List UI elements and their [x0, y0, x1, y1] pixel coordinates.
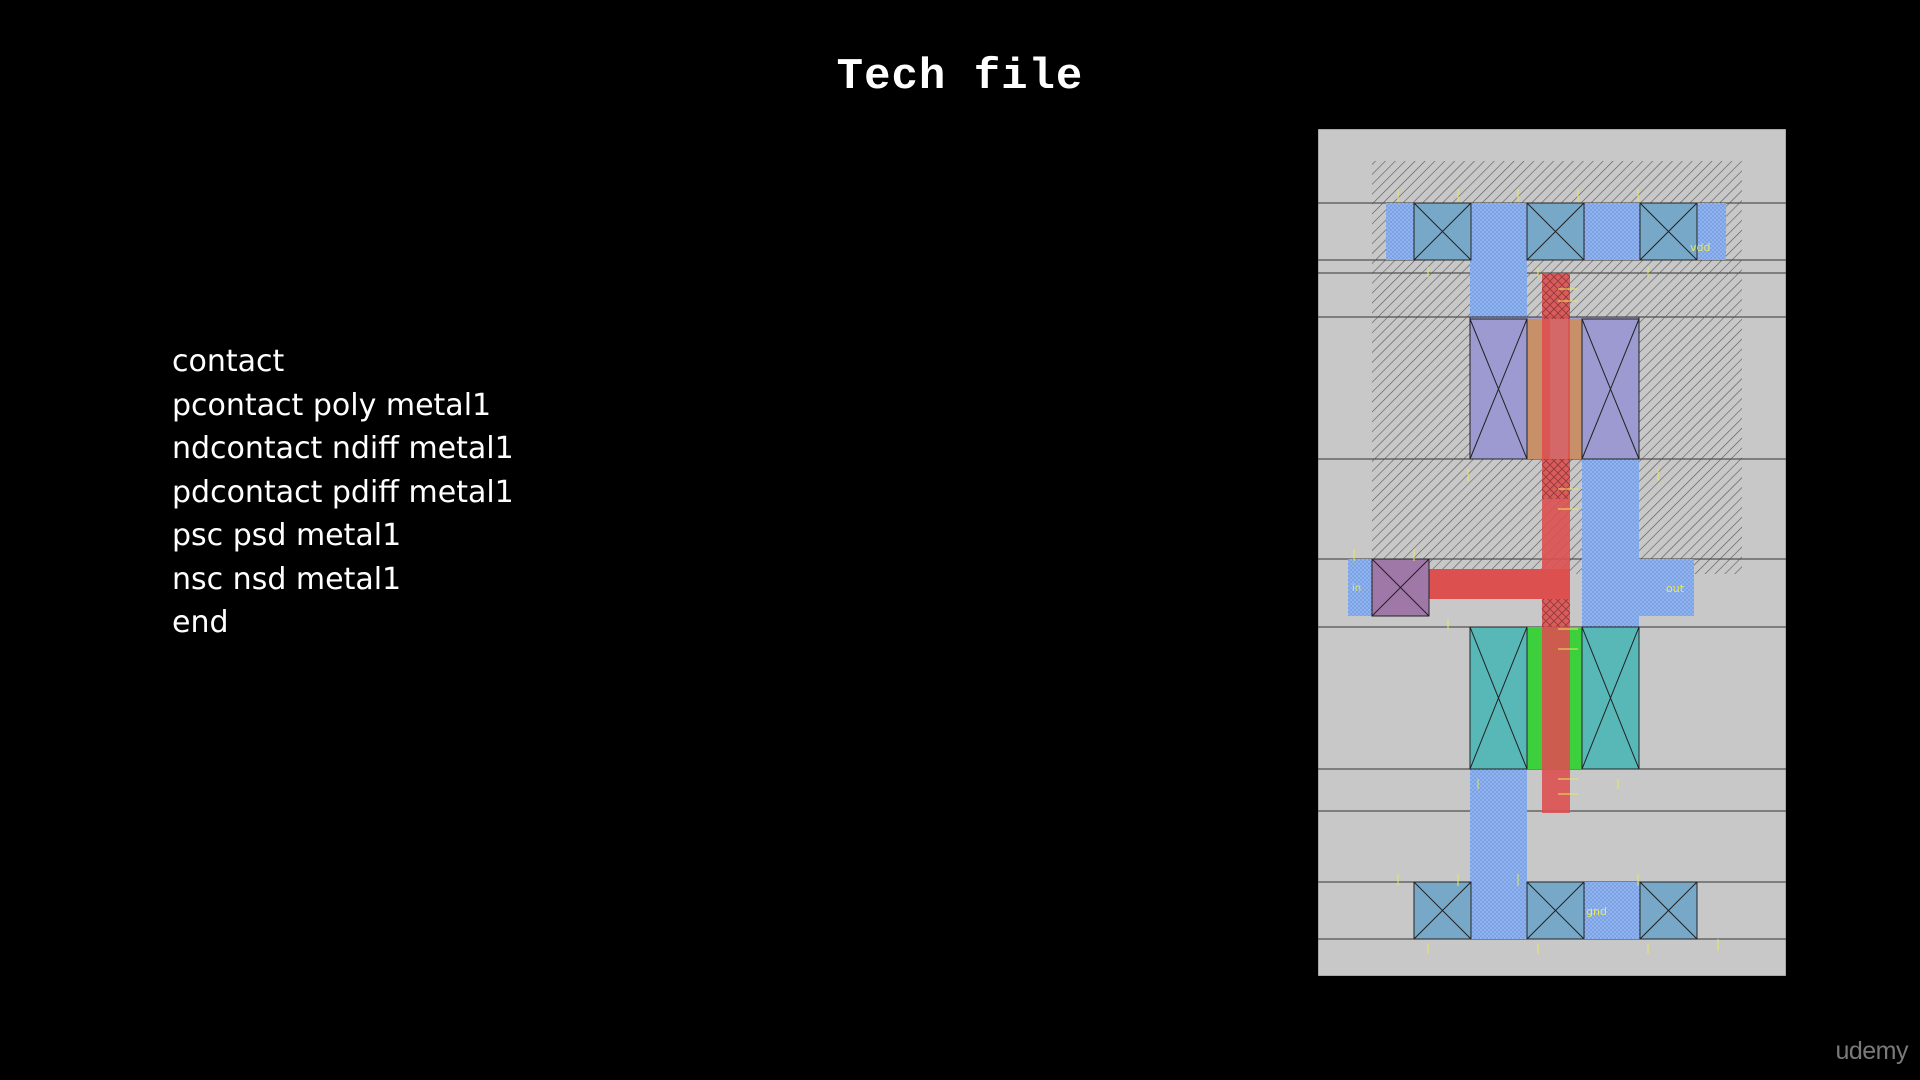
gnd-contact-1: [1413, 881, 1472, 940]
ndcontact-left: [1469, 626, 1528, 770]
tech-line: contact: [172, 344, 285, 379]
tech-line: pdcontact pdiff metal1: [172, 474, 514, 510]
tech-line: ndcontact ndiff metal1: [172, 431, 514, 466]
input-label: in: [1352, 583, 1361, 594]
gnd-contact-2: [1526, 881, 1585, 940]
pdcontact-right: [1581, 318, 1640, 460]
udemy-watermark: udemy: [1835, 1037, 1908, 1065]
inverter-layout-view: vdd in out gnd: [1318, 129, 1786, 976]
metal-strap-vdd: [1470, 260, 1527, 320]
poly-overlay: [1542, 273, 1570, 319]
output-label: out: [1666, 582, 1685, 595]
gnd-label: gnd: [1586, 905, 1607, 918]
tech-line: psc psd metal1: [172, 518, 402, 553]
metal-strap-gnd: [1470, 769, 1527, 884]
poly-gate-mid: [1550, 319, 1568, 459]
vdd-contact-2: [1526, 202, 1585, 261]
poly-overlay: [1542, 599, 1570, 627]
label-markers: [1353, 189, 1719, 954]
poly-overlay: [1542, 459, 1570, 499]
vdd-contact-1: [1413, 202, 1472, 261]
pcontact-input: [1371, 558, 1430, 617]
tech-line: pcontact poly metal1: [172, 387, 492, 423]
output-metal-ext: [1582, 559, 1694, 616]
tech-file-contact-section: contact pcontact poly metal1 ndcontact n…: [172, 340, 514, 645]
vdd-label: vdd: [1690, 241, 1710, 254]
slide-title: Tech file: [836, 52, 1084, 102]
tech-line: nsc nsd metal1: [172, 561, 402, 597]
vdd-contact-3: [1639, 202, 1698, 261]
pdcontact-left: [1469, 318, 1528, 460]
tech-line: end: [172, 605, 229, 640]
ndcontact-right: [1581, 626, 1640, 770]
gnd-contact-3: [1639, 881, 1698, 940]
contacts: [1371, 202, 1698, 940]
